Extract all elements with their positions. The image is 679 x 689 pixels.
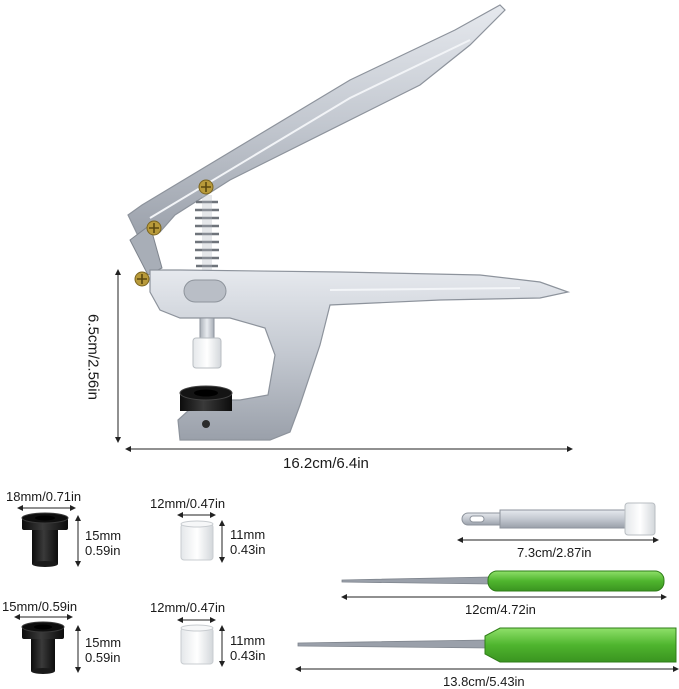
large-clear-die bbox=[177, 512, 225, 563]
spring bbox=[195, 200, 219, 268]
spanner-tool bbox=[457, 502, 659, 543]
small-black-die bbox=[14, 614, 81, 674]
screwdriver-tool bbox=[295, 627, 679, 672]
body-slot bbox=[183, 279, 227, 303]
small-clear-die-width-label: 12mm/0.47in bbox=[150, 600, 226, 615]
large-clear-die-width-label: 12mm/0.47in bbox=[150, 496, 226, 511]
large-black-die-height-label: 15mm 0.59in bbox=[85, 528, 122, 558]
small-clear-die bbox=[177, 617, 225, 667]
upper-clear-die bbox=[192, 337, 222, 369]
upper-handle bbox=[127, 4, 506, 241]
pliers-length-label: 16.2cm/6.4in bbox=[283, 455, 369, 472]
awl-tool-label: 12cm/4.72in bbox=[465, 602, 536, 617]
small-black-die-width-label: 15mm/0.59in bbox=[2, 599, 78, 614]
screw-icon bbox=[134, 179, 214, 287]
spanner-tool-label: 7.3cm/2.87in bbox=[517, 545, 592, 560]
large-black-die-width-label: 18mm/0.71in bbox=[6, 489, 82, 504]
awl-tool bbox=[341, 570, 667, 600]
pliers-body bbox=[149, 269, 571, 441]
large-black-die bbox=[17, 505, 81, 567]
snap-pliers bbox=[127, 4, 571, 441]
large-clear-die-height-label: 11mm 0.43in bbox=[230, 527, 266, 557]
small-black-die-height-label: 15mm 0.59in bbox=[85, 635, 122, 665]
screwdriver-tool-label: 13.8cm/5.43in bbox=[443, 674, 525, 689]
pliers-height-label: 6.5cm/2.56in bbox=[84, 314, 102, 400]
small-clear-die-height-label: 11mm 0.43in bbox=[230, 633, 266, 663]
